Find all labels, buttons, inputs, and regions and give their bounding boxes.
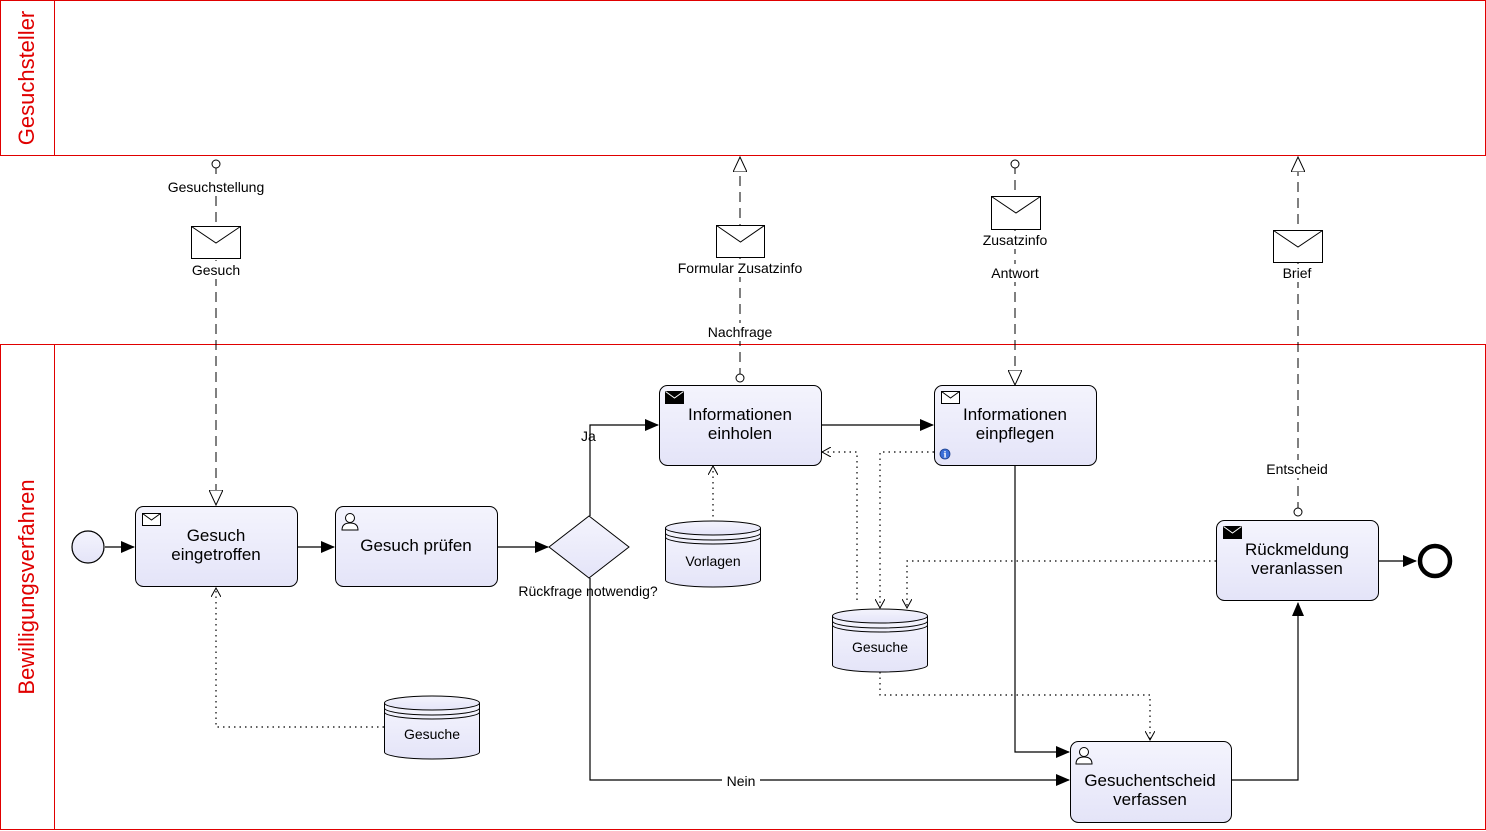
envelope-icon bbox=[716, 225, 765, 258]
envelope-filled-icon bbox=[1223, 526, 1242, 539]
label-zusatzinfo: Zusatzinfo bbox=[983, 232, 1048, 248]
svg-text:Gesuch: Gesuch bbox=[187, 526, 246, 545]
svg-text:verfassen: verfassen bbox=[1113, 790, 1187, 809]
svg-text:Informationen: Informationen bbox=[963, 405, 1067, 424]
gateway-question: Rückfrage notwendig? bbox=[518, 583, 658, 599]
datastore-vorlagen[interactable]: Vorlagen bbox=[665, 520, 761, 588]
envelope-icon bbox=[991, 196, 1041, 230]
user-icon bbox=[1075, 747, 1093, 765]
envelope-icon bbox=[191, 226, 241, 259]
gateway-yes-label: Ja bbox=[581, 428, 596, 444]
envelope-icon bbox=[1273, 230, 1323, 263]
label-gesuchstellung: Gesuchstellung bbox=[168, 179, 265, 195]
data-associations bbox=[216, 452, 1216, 740]
start-event[interactable] bbox=[71, 530, 105, 564]
task-gesuch-pruefen[interactable]: Gesuch prüfen bbox=[335, 506, 498, 587]
datastore-gesuche-left[interactable]: Gesuche bbox=[384, 695, 480, 760]
svg-text:einholen: einholen bbox=[708, 424, 772, 443]
envelope-filled-icon bbox=[665, 391, 684, 404]
sequence-flows bbox=[105, 419, 1417, 786]
pool-title-bewilligungsverfahren: Bewilligungsverfahren bbox=[14, 479, 39, 694]
datastore-gesuche-left-label: Gesuche bbox=[404, 726, 460, 742]
user-icon bbox=[341, 513, 359, 531]
gateway-no-label: Nein bbox=[727, 773, 756, 789]
pool-gesuchsteller: Gesuchsteller bbox=[0, 0, 1486, 156]
label-entscheid: Entscheid bbox=[1266, 461, 1327, 477]
label-brief: Brief bbox=[1283, 265, 1312, 281]
datastore-gesuche-center[interactable]: Gesuche bbox=[832, 608, 928, 673]
task-rueckmeldung-veranlassen[interactable]: Rückmeldung veranlassen bbox=[1216, 520, 1379, 601]
task-gesuchentscheid-verfassen[interactable]: Gesuchentscheid verfassen bbox=[1070, 741, 1232, 823]
envelope-icon bbox=[142, 513, 161, 526]
datastore-gesuche-center-label: Gesuche bbox=[852, 639, 908, 655]
svg-text:i: i bbox=[943, 450, 946, 460]
pool-title-gesuchsteller: Gesuchsteller bbox=[14, 11, 39, 146]
datastore-vorlagen-label: Vorlagen bbox=[685, 553, 740, 569]
task-informationen-einholen[interactable]: Informationen einholen bbox=[659, 385, 822, 466]
task-informationen-einpflegen[interactable]: i Informationen einpflegen bbox=[934, 385, 1097, 466]
exclusive-gateway[interactable] bbox=[548, 515, 630, 579]
label-antwort: Antwort bbox=[991, 265, 1039, 281]
label-formular-zusatzinfo: Formular Zusatzinfo bbox=[678, 260, 803, 276]
info-icon: i bbox=[939, 448, 951, 460]
svg-text:Gesuch prüfen: Gesuch prüfen bbox=[360, 536, 472, 555]
end-event[interactable] bbox=[1417, 543, 1453, 579]
svg-text:Rückmeldung: Rückmeldung bbox=[1245, 540, 1349, 559]
svg-text:veranlassen: veranlassen bbox=[1251, 559, 1343, 578]
envelope-icon bbox=[941, 391, 960, 404]
svg-text:Informationen: Informationen bbox=[688, 405, 792, 424]
svg-text:Gesuchentscheid: Gesuchentscheid bbox=[1084, 771, 1215, 790]
svg-text:einpflegen: einpflegen bbox=[976, 424, 1054, 443]
svg-text:eingetroffen: eingetroffen bbox=[171, 545, 260, 564]
label-nachfrage: Nachfrage bbox=[708, 324, 773, 340]
task-gesuch-eingetroffen[interactable]: Gesuch eingetroffen bbox=[135, 506, 298, 587]
label-gesuch: Gesuch bbox=[192, 262, 240, 278]
